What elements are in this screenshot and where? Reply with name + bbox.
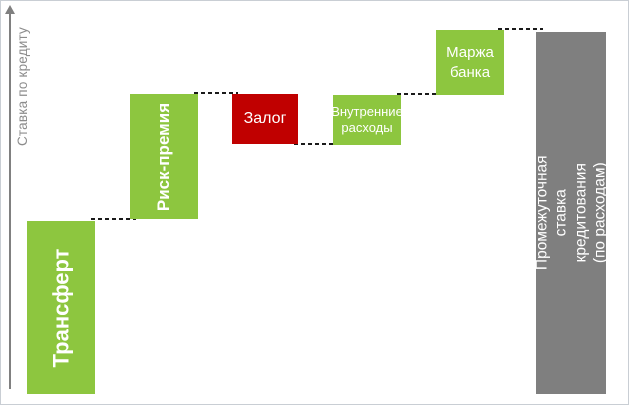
bar-collateral: Залог — [232, 94, 298, 144]
bar-bank-margin: Маржа банка — [436, 30, 504, 95]
bar-transfer: Трансферт — [27, 221, 95, 394]
y-axis-arrow-icon — [5, 5, 15, 14]
bar-label-risk-premium: Риск-премия — [154, 102, 173, 211]
y-axis-line — [9, 13, 11, 389]
connector-dashed-margin-total — [498, 28, 543, 30]
bar-label-collateral: Залог — [243, 110, 287, 127]
bar-label-internal-expenses: Внутренние расходы — [331, 103, 403, 135]
bar-label-transfer: Трансферт — [48, 248, 74, 367]
bar-risk-premium: Риск-премия — [130, 94, 198, 219]
connector-dashed-collateral-expenses — [294, 143, 339, 145]
y-axis-label-text: Ставка по кредиту — [15, 26, 31, 146]
bar-label-intermediate-rate-total: Промежуточная ставка кредитования (по ра… — [533, 155, 609, 271]
bar-internal-expenses: Внутренние расходы — [331, 95, 403, 145]
bar-intermediate-rate-total: Промежуточная ставка кредитования (по ра… — [533, 32, 608, 394]
connector-dashed-expenses-margin — [397, 93, 442, 95]
connector-dashed-transfer-risk — [91, 218, 136, 220]
bar-label-bank-margin: Маржа банка — [446, 44, 494, 81]
y-axis-label: Ставка по кредиту — [13, 19, 33, 153]
connector-dashed-risk-collateral — [194, 92, 238, 94]
